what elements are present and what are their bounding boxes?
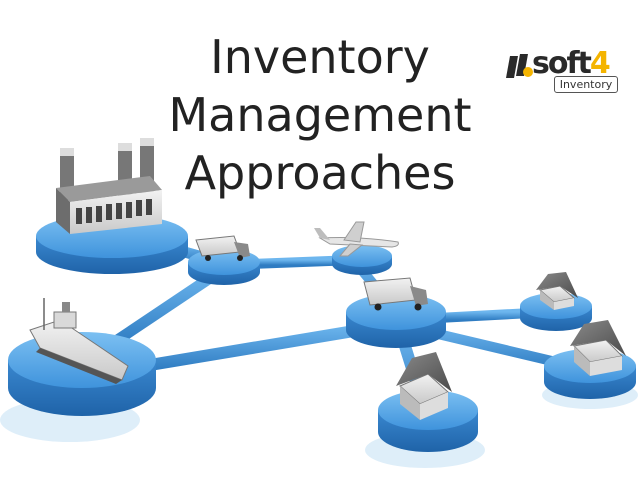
house-icon (396, 352, 452, 420)
logo-subtitle: Inventory (554, 76, 618, 93)
title-line-1: Inventory (210, 30, 430, 84)
page-title: Inventory Management Approaches (160, 28, 480, 202)
ship-icon (29, 298, 129, 384)
title-line-3: Approaches (184, 146, 456, 200)
logo-digit: 4 (589, 46, 611, 81)
logo-wordmark: soft4 (532, 46, 611, 82)
title-line-2: Management (168, 88, 472, 142)
brand-logo: soft4 Inventory (506, 46, 624, 96)
logo-brand: soft (532, 46, 592, 81)
house-icon (536, 272, 578, 310)
truck-icon (363, 277, 428, 311)
truck-icon (195, 235, 250, 261)
house-icon (570, 320, 626, 376)
platform-airplane (332, 245, 392, 275)
factory-icon (56, 138, 162, 234)
gear-icon (506, 54, 533, 78)
airplane-icon (314, 221, 399, 257)
